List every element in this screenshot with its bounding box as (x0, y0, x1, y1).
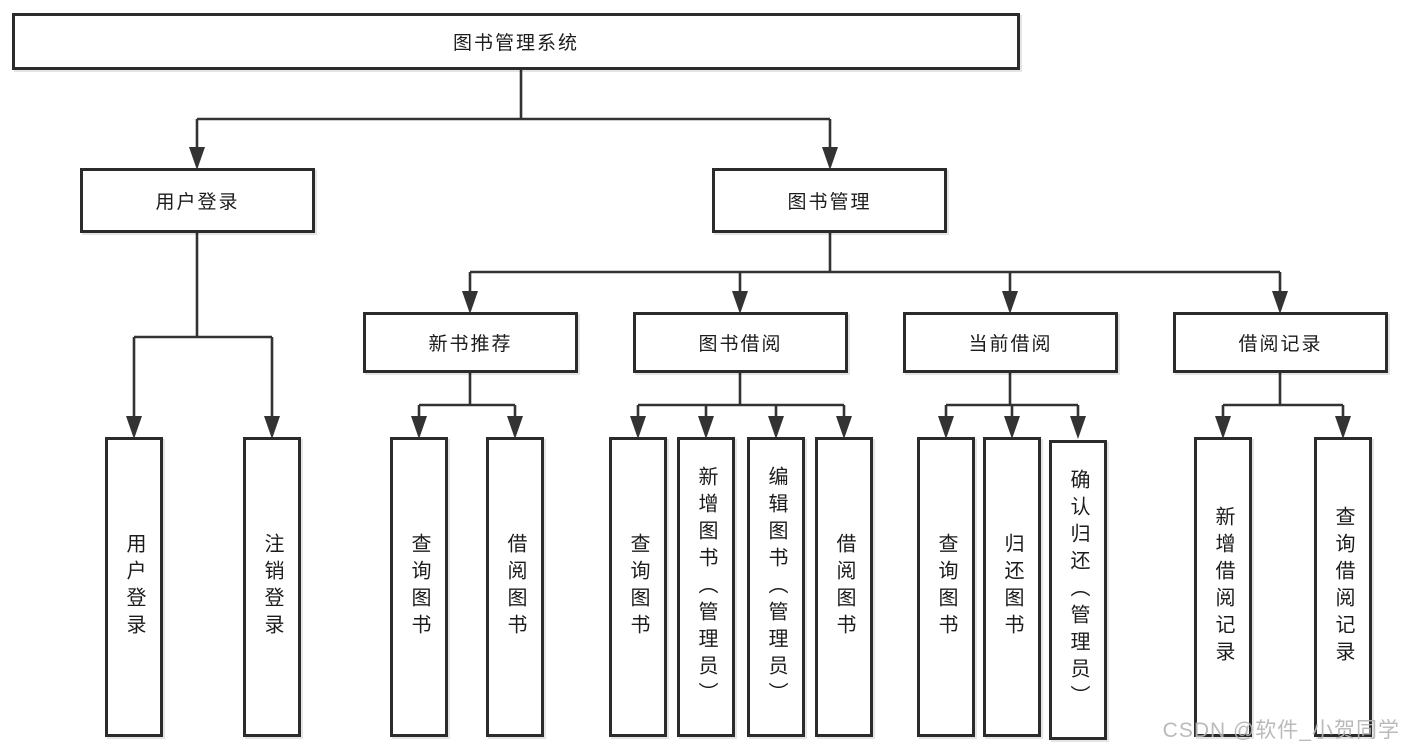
leaf-recommend-query-books: 查询图书 (390, 437, 448, 737)
leaf-logout: 注销登录 (243, 437, 301, 737)
node-label: 当前借阅 (968, 334, 1053, 355)
csdn-watermark: CSDN @软件_小贺同学 (1162, 719, 1400, 742)
leaf-recommend-borrow-books: 借阅图书 (486, 437, 544, 737)
node-book-management: 图书管理 (712, 168, 947, 233)
node-label: 用户登录 (123, 533, 145, 641)
leaf-confirm-return-admin: 确认归还（管理员） (1049, 440, 1107, 740)
node-book-borrowing: 图书借阅 (633, 312, 848, 373)
leaf-add-borrow-record: 新增借阅记录 (1194, 437, 1252, 737)
leaf-borrow-books: 借阅图书 (815, 437, 873, 737)
node-label: 查询图书 (408, 533, 430, 641)
node-label: 归还图书 (1001, 533, 1023, 641)
leaf-add-books-admin: 新增图书（管理员） (677, 437, 735, 737)
node-label: 借阅记录 (1238, 334, 1323, 355)
node-label: 编辑图书（管理员） (765, 465, 787, 709)
node-user-login-group: 用户登录 (80, 168, 315, 233)
node-label: 新增图书（管理员） (695, 465, 717, 709)
leaf-edit-books-admin: 编辑图书（管理员） (747, 437, 805, 737)
node-label: 注销登录 (261, 533, 283, 641)
node-current-borrowing: 当前借阅 (903, 312, 1118, 373)
leaf-return-books: 归还图书 (983, 437, 1041, 737)
node-label: 用户登录 (155, 192, 240, 213)
node-label: 确认归还（管理员） (1067, 468, 1089, 712)
node-borrowing-records: 借阅记录 (1173, 312, 1388, 373)
node-label: 查询图书 (627, 533, 649, 641)
node-label: 图书管理系统 (452, 33, 579, 54)
leaf-current-query-books: 查询图书 (917, 437, 975, 737)
node-label: 借阅图书 (833, 533, 855, 641)
node-label: 查询借阅记录 (1332, 506, 1354, 668)
node-label: 借阅图书 (504, 533, 526, 641)
node-label: 查询图书 (935, 533, 957, 641)
node-library-management-system: 图书管理系统 (12, 13, 1020, 70)
node-label: 图书管理 (787, 192, 872, 213)
node-label: 新书推荐 (428, 334, 513, 355)
leaf-borrow-query-books: 查询图书 (609, 437, 667, 737)
leaf-query-borrow-record: 查询借阅记录 (1314, 437, 1372, 737)
leaf-user-login: 用户登录 (105, 437, 163, 737)
node-label: 图书借阅 (698, 334, 783, 355)
node-label: 新增借阅记录 (1212, 506, 1234, 668)
node-new-book-recommendation: 新书推荐 (363, 312, 578, 373)
